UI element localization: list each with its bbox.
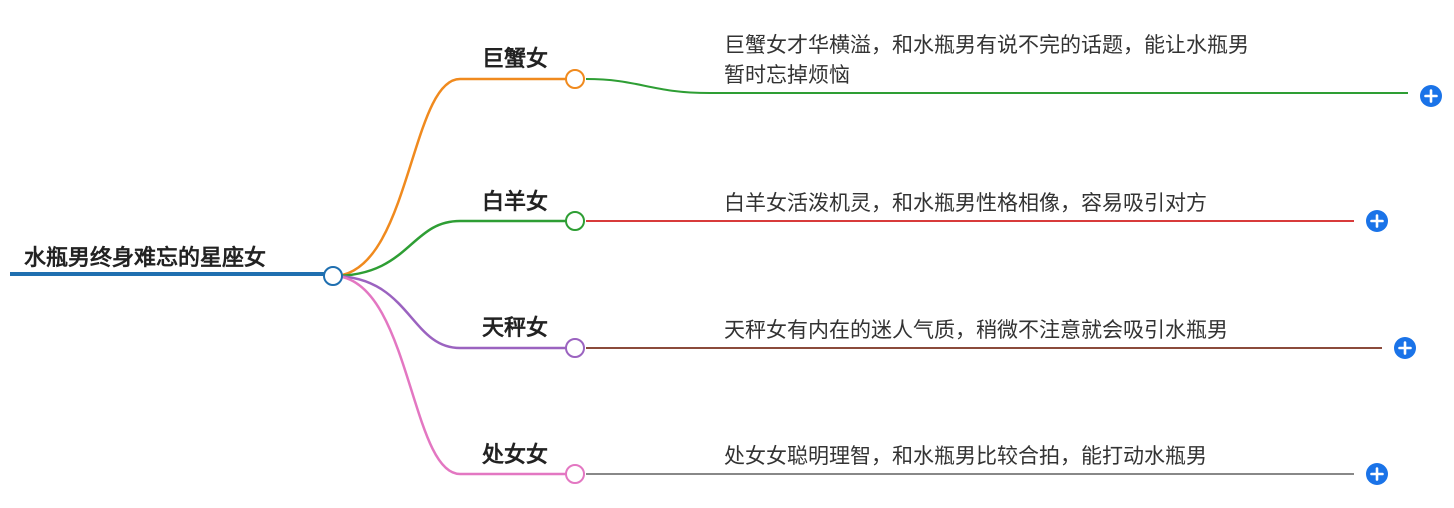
plus-icon: [1366, 210, 1388, 232]
plus-icon: [1394, 337, 1416, 359]
branch-node-circle-chunv[interactable]: [565, 464, 585, 484]
leaf-topic-juxie[interactable]: 巨蟹女才华横溢，和水瓶男有说不完的话题，能让水瓶男 暂时忘掉烦恼: [724, 30, 1249, 90]
leaf-topic-chunv[interactable]: 处女女聪明理智，和水瓶男比较合拍，能打动水瓶男: [724, 441, 1207, 471]
branch-topic-chunv[interactable]: 处女女: [482, 443, 549, 468]
branch-curve-chunv: [332, 274, 574, 476]
expand-button-juxie[interactable]: [1419, 84, 1443, 108]
leaf-text-line: 白羊女活泼机灵，和水瓶男性格相像，容易吸引对方: [724, 191, 1207, 215]
branch-topic-baiyang[interactable]: 白羊女: [482, 190, 549, 215]
root-node-circle[interactable]: [323, 266, 343, 286]
branch-curve-tiancheng: [332, 274, 574, 350]
root-topic[interactable]: 水瓶男终身难忘的星座女: [24, 246, 267, 271]
expand-button-chunv[interactable]: [1365, 462, 1389, 486]
branch-topic-tiancheng[interactable]: 天秤女: [482, 316, 549, 341]
branch-node-circle-baiyang[interactable]: [565, 211, 585, 231]
branch-curve-baiyang: [332, 219, 574, 278]
branch-node-circle-juxie[interactable]: [565, 69, 585, 89]
branch-node-circle-tiancheng[interactable]: [565, 338, 585, 358]
branch-topic-juxie[interactable]: 巨蟹女: [482, 47, 549, 72]
leaf-topic-baiyang[interactable]: 白羊女活泼机灵，和水瓶男性格相像，容易吸引对方: [724, 188, 1207, 218]
plus-icon: [1420, 85, 1442, 107]
leaf-connector-juxie: [585, 78, 1408, 94]
leaf-text-line: 暂时忘掉烦恼: [724, 63, 850, 87]
leaf-text-line: 处女女聪明理智，和水瓶男比较合拍，能打动水瓶男: [724, 444, 1207, 468]
leaf-text-line: 巨蟹女才华横溢，和水瓶男有说不完的话题，能让水瓶男: [724, 33, 1249, 57]
branch-curve-juxie: [332, 77, 574, 278]
expand-button-tiancheng[interactable]: [1393, 336, 1417, 360]
plus-icon: [1366, 463, 1388, 485]
leaf-text-line: 天秤女有内在的迷人气质，稍微不注意就会吸引水瓶男: [724, 318, 1228, 342]
expand-button-baiyang[interactable]: [1365, 209, 1389, 233]
leaf-topic-tiancheng[interactable]: 天秤女有内在的迷人气质，稍微不注意就会吸引水瓶男: [724, 315, 1228, 345]
